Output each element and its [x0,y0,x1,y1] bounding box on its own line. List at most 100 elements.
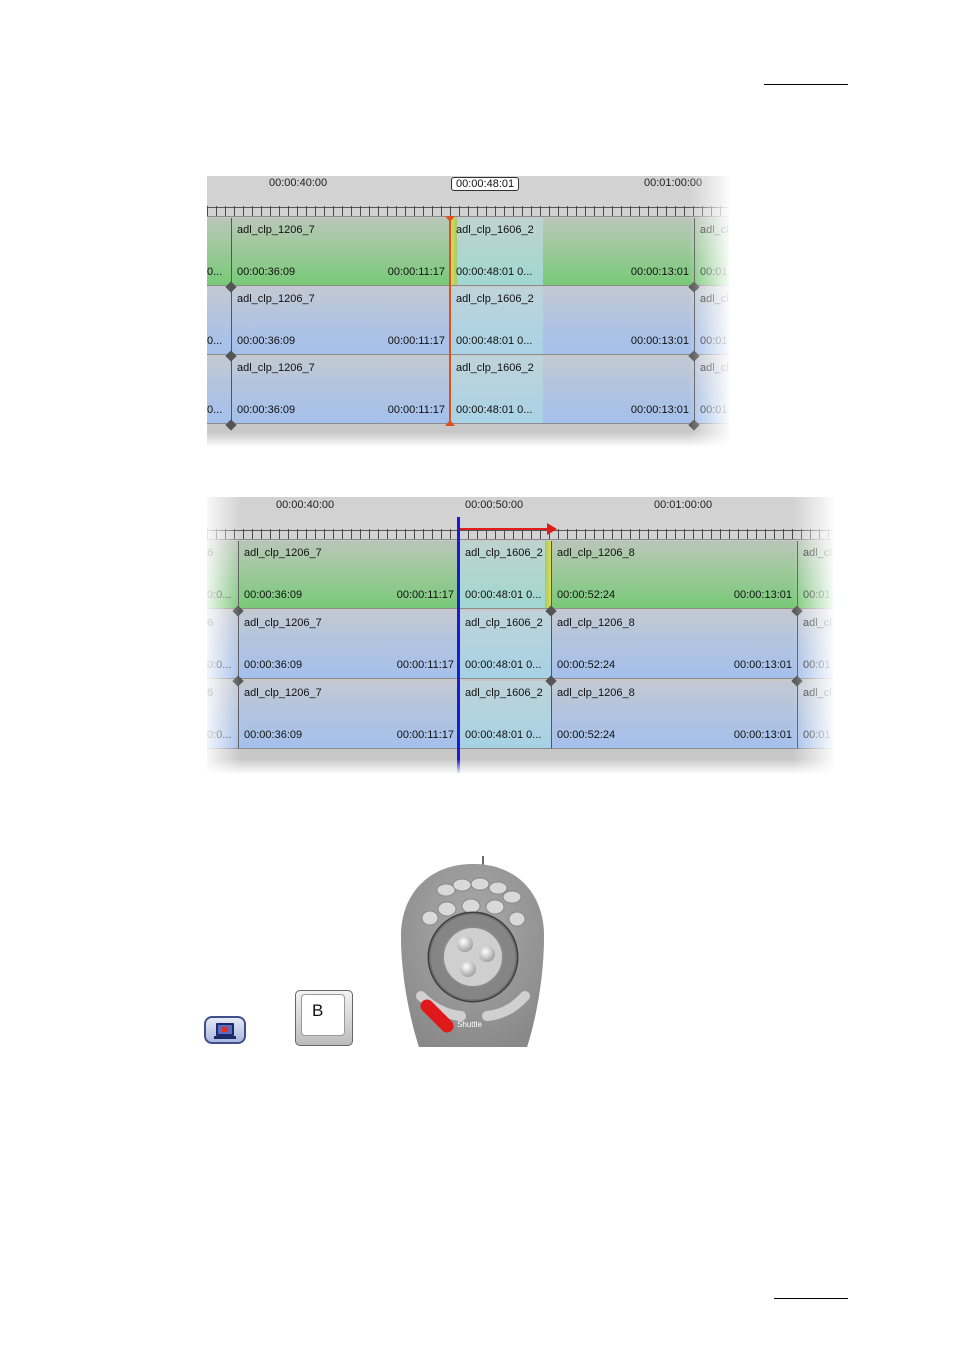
clip-tc-in: 00:00:52:24 [557,589,616,601]
clip[interactable]: adl_cl 00:01 [797,541,833,609]
clip[interactable]: adl_cl 00:01 [694,356,729,424]
clip[interactable]: adl_clp_1206_8 00:00:52:24 00:00:13:01 [551,681,797,749]
clip[interactable]: adl_cl 00:01 [694,218,729,286]
clip-name: adl_clp_1606_2 [456,224,534,236]
clip-duration: 00:00:13:01 [733,659,792,671]
clip-duration: 00:00:11:17 [396,659,454,671]
insert-clip-button[interactable] [204,1016,246,1044]
clip-tc-in: 00:00:36:09 [237,335,296,347]
shuttle-pro-controller-icon: Shuttle [401,856,544,1047]
clip-tc-in: 00:01 [700,266,728,278]
clip[interactable]: adl_clp_1206_7 00:00:36:09 00:00:11:17 [231,218,450,286]
clip-tc-in: 00:01 [803,589,831,601]
ruler-label: 00:00:40:00 [269,177,328,189]
clip-duration: 00:00:13:01 [733,589,792,601]
selected-clip-highlight [451,356,543,423]
clip-duration: 00:00:13:01 [630,404,689,416]
nowline[interactable] [457,517,460,773]
clip-name: adl_clp_1206_7 [244,617,322,629]
clip-name: adl_clp_1606_2 [465,617,543,629]
clip-tc-in: 00:01 [803,729,831,741]
clip-duration: 00:00:11:17 [387,266,445,278]
clip-tc-in: 00:00:48:01 0... [465,659,542,671]
clip[interactable]: adl_clp_1606_2 00:00:48:01 0... [459,681,551,749]
clip[interactable]: adl_clp_1206_7 00:00:36:09 00:00:11:17 [238,541,459,609]
clip-name: adl_clp_1206_7 [237,224,315,236]
ruler-ticks [207,529,833,539]
clip[interactable]: adl_clp_1606_2 00:00:48:01 0... [459,611,551,679]
clip-name: adl_cl [700,293,729,305]
clip-name: adl_clp_1206_7 [244,687,322,699]
selected-clip-highlight [451,287,543,354]
ruler-ticks [207,206,729,216]
clip[interactable]: adl_cl 00:01 [694,287,729,355]
clip[interactable]: adl_clp_1206_7 00:00:36:09 00:00:11:17 [238,681,459,749]
clip[interactable]: adl_clp_1606_2 00:00:48:01 0... 00:00:13… [450,218,694,286]
clip-tc-in: 00:00:52:24 [557,659,616,671]
clip[interactable]: adl_cl 00:01 [797,611,833,679]
nowline[interactable] [449,216,451,426]
clip[interactable]: 0... [207,218,231,286]
clip[interactable]: 6 0:0... [207,681,238,749]
edge-fade [207,759,833,773]
clip[interactable]: adl_clp_1606_2 00:00:48:01 0... 00:00:13… [450,287,694,355]
clip-tc-in: 0:0... [207,659,232,671]
clip-name: adl_clp_1606_2 [465,687,543,699]
trim-direction-arrow [459,528,549,530]
timeline-before: 00:00:40:00 00:00:48:01 00:01:00:00 0...… [207,176,729,446]
timecode-ruler[interactable]: 00:00:40:00 00:00:50:00 00:01:00:00 [207,497,833,540]
ruler-label: 00:01:00:00 [644,177,703,189]
clip-name: adl_clp_1206_8 [557,547,635,559]
clip-name: 6 [207,687,214,699]
clip-name: adl_clp_1206_7 [237,362,315,374]
clip-tc-in: 00:01 [803,659,831,671]
video-track: 0... adl_clp_1206_7 00:00:36:09 00:00:11… [207,218,729,287]
timecode-ruler[interactable]: 00:00:40:00 00:00:48:01 00:01:00:00 [207,176,729,217]
clip[interactable]: 0... [207,356,231,424]
header-rule [764,84,848,85]
trim-direction-arrowhead [547,523,557,535]
key-label: B [312,1001,324,1020]
keyboard-key[interactable]: B [295,990,353,1046]
clip[interactable]: adl_clp_1206_7 00:00:36:09 00:00:11:17 [231,356,450,424]
clip-tc-in: 0... [207,335,223,347]
clip-tc-in: 00:00:48:01 0... [456,266,533,278]
clip[interactable]: adl_clp_1206_7 00:00:36:09 00:00:11:17 [238,611,459,679]
current-timecode-box: 00:00:48:01 [451,177,520,191]
clip-tc-in: 00:01 [700,335,728,347]
clip-duration: 00:00:11:17 [396,729,454,741]
clip-tc-in: 00:00:52:24 [557,729,616,741]
footer-rule [774,1298,848,1299]
clip-duration: 00:00:13:01 [733,729,792,741]
clip-name: adl_cl [700,224,729,236]
clip-duration: 00:00:11:17 [387,404,445,416]
clip-duration: 00:00:13:01 [630,335,689,347]
clip-name: adl_clp_1206_7 [237,293,315,305]
clip-name: adl_clp_1206_8 [557,687,635,699]
nowline-head [445,216,455,222]
audio-track: 6 0:0... adl_clp_1206_7 00:00:36:09 00:0… [207,611,833,680]
clip-tc-in: 0... [207,404,223,416]
clip[interactable]: adl_clp_1206_8 00:00:52:24 00:00:13:01 [551,541,797,609]
clip-name: adl_clp_1206_8 [557,617,635,629]
clip[interactable]: adl_cl 00:01 [797,681,833,749]
clip-name: adl_clp_1606_2 [465,547,543,559]
clip[interactable]: adl_clp_1606_2 00:00:48:01 0... 00:00:13… [450,356,694,424]
clip-name: 6 [207,617,214,629]
shuttle-pro-controller[interactable]: Shuttle [399,856,547,1047]
clip-name: adl_cl [700,362,729,374]
clip-tc-in: 00:00:48:01 0... [456,335,533,347]
keyboard-key-icon: B [301,994,345,1036]
trim-gradient [451,218,457,285]
clip[interactable]: 0... [207,287,231,355]
clip-tc-in: 00:01 [700,404,728,416]
clip-duration: 00:00:11:17 [396,589,454,601]
clip[interactable]: adl_clp_1606_2 00:00:48:01 0... [459,541,551,609]
insert-clip-icon [214,1023,236,1039]
ruler-label: 00:00:40:00 [276,499,335,511]
clip[interactable]: 6 0:0... [207,541,238,609]
clip[interactable]: adl_clp_1206_7 00:00:36:09 00:00:11:17 [231,287,450,355]
edge-fade [207,432,729,446]
clip[interactable]: 6 0:0... [207,611,238,679]
clip[interactable]: adl_clp_1206_8 00:00:52:24 00:00:13:01 [551,611,797,679]
